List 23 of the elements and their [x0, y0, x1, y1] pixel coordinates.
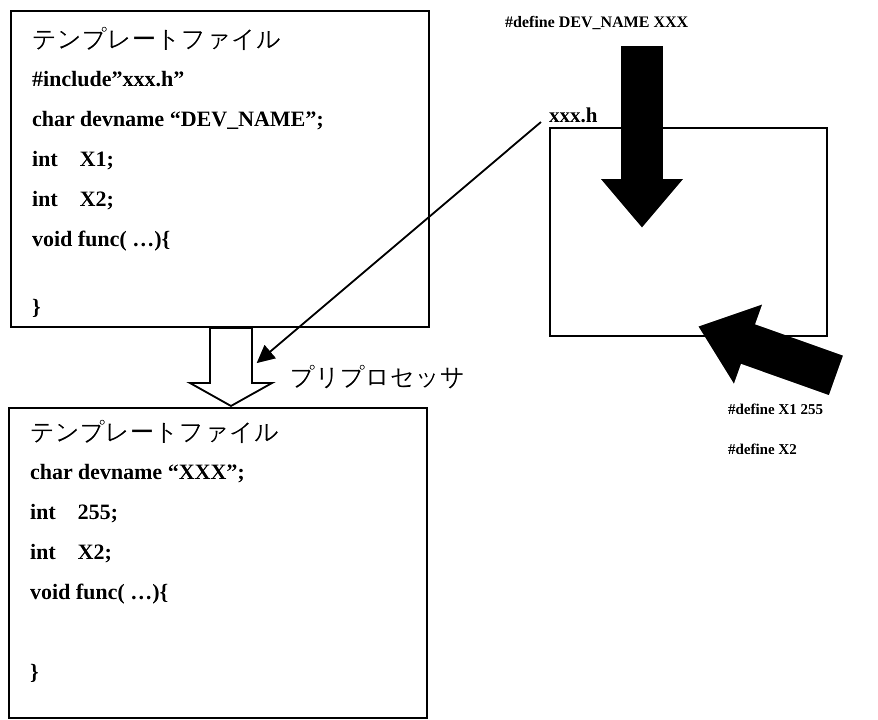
block-arrow [698, 304, 843, 396]
code-line: char devname “DEV_NAME”; [32, 106, 324, 132]
code-line: void func( …){ [30, 579, 168, 604]
code-line: int X2; [30, 539, 112, 564]
code-line: void func( …){ [32, 226, 170, 252]
code-box [8, 407, 428, 719]
define-text: #define X2 [728, 442, 797, 460]
code-line: char devname “XXX”; [30, 459, 245, 484]
code-line: #include”xxx.h” [32, 66, 184, 92]
box-heading: テンプレートファイル [32, 26, 281, 54]
code-box [10, 10, 430, 328]
code-line: int 255; [30, 499, 118, 524]
code-line: } [30, 659, 39, 684]
box-heading: xxx.h [549, 103, 598, 128]
code-line: int X2; [32, 186, 114, 212]
block-arrow [186, 327, 276, 408]
block-arrow [600, 46, 684, 228]
box-heading: テンプレートファイル [30, 419, 279, 447]
define-text: #define DEV_NAME XXX [505, 14, 688, 32]
define-text: #define X1 255 [728, 402, 823, 420]
code-line: int X1; [32, 146, 114, 172]
arrow [256, 121, 542, 364]
code-line: } [32, 294, 41, 320]
